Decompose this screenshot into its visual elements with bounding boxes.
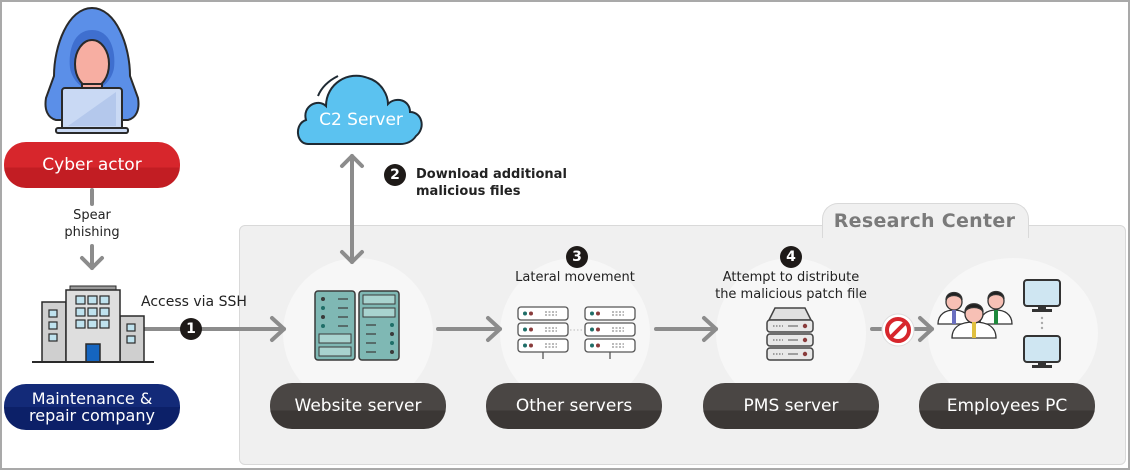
research-center-title: Research Center: [833, 210, 1016, 232]
step-2-badge: 2: [384, 164, 406, 186]
website-server-label: Website server: [270, 383, 446, 429]
step-4-badge: 4: [780, 246, 802, 268]
blocked-icon: [881, 313, 915, 347]
lateral-movement-label: Lateral movement: [515, 270, 635, 285]
employees-pc-label: Employees PC: [919, 383, 1095, 429]
download-label: Download additional malicious files: [416, 167, 567, 199]
employees-with-monitors-icon: [937, 279, 1061, 368]
pms-server-icon: [766, 307, 814, 361]
step-1-badge: 1: [180, 318, 202, 340]
distribute-label: Attempt to distribute the malicious patc…: [715, 270, 867, 302]
office-building-icon: [32, 285, 154, 363]
access-ssh-label: Access via SSH: [141, 294, 247, 310]
server-rack-icon: [314, 290, 400, 361]
other-servers-label: Other servers: [486, 383, 662, 429]
cloud-icon: [297, 74, 423, 145]
research-center-tab: [822, 203, 1029, 238]
pms-server-label: PMS server: [703, 383, 879, 429]
server-stack-icon: [517, 306, 636, 359]
hooded-hacker-with-laptop-icon: [44, 6, 140, 134]
maintenance-company-label: Maintenance & repair company: [4, 384, 180, 430]
c2-server-label: C2 Server: [319, 110, 403, 130]
spear-phishing-label: Spear phishing: [64, 208, 120, 240]
step-3-badge: 3: [566, 246, 588, 268]
cyber-actor-label: Cyber actor: [4, 142, 180, 188]
